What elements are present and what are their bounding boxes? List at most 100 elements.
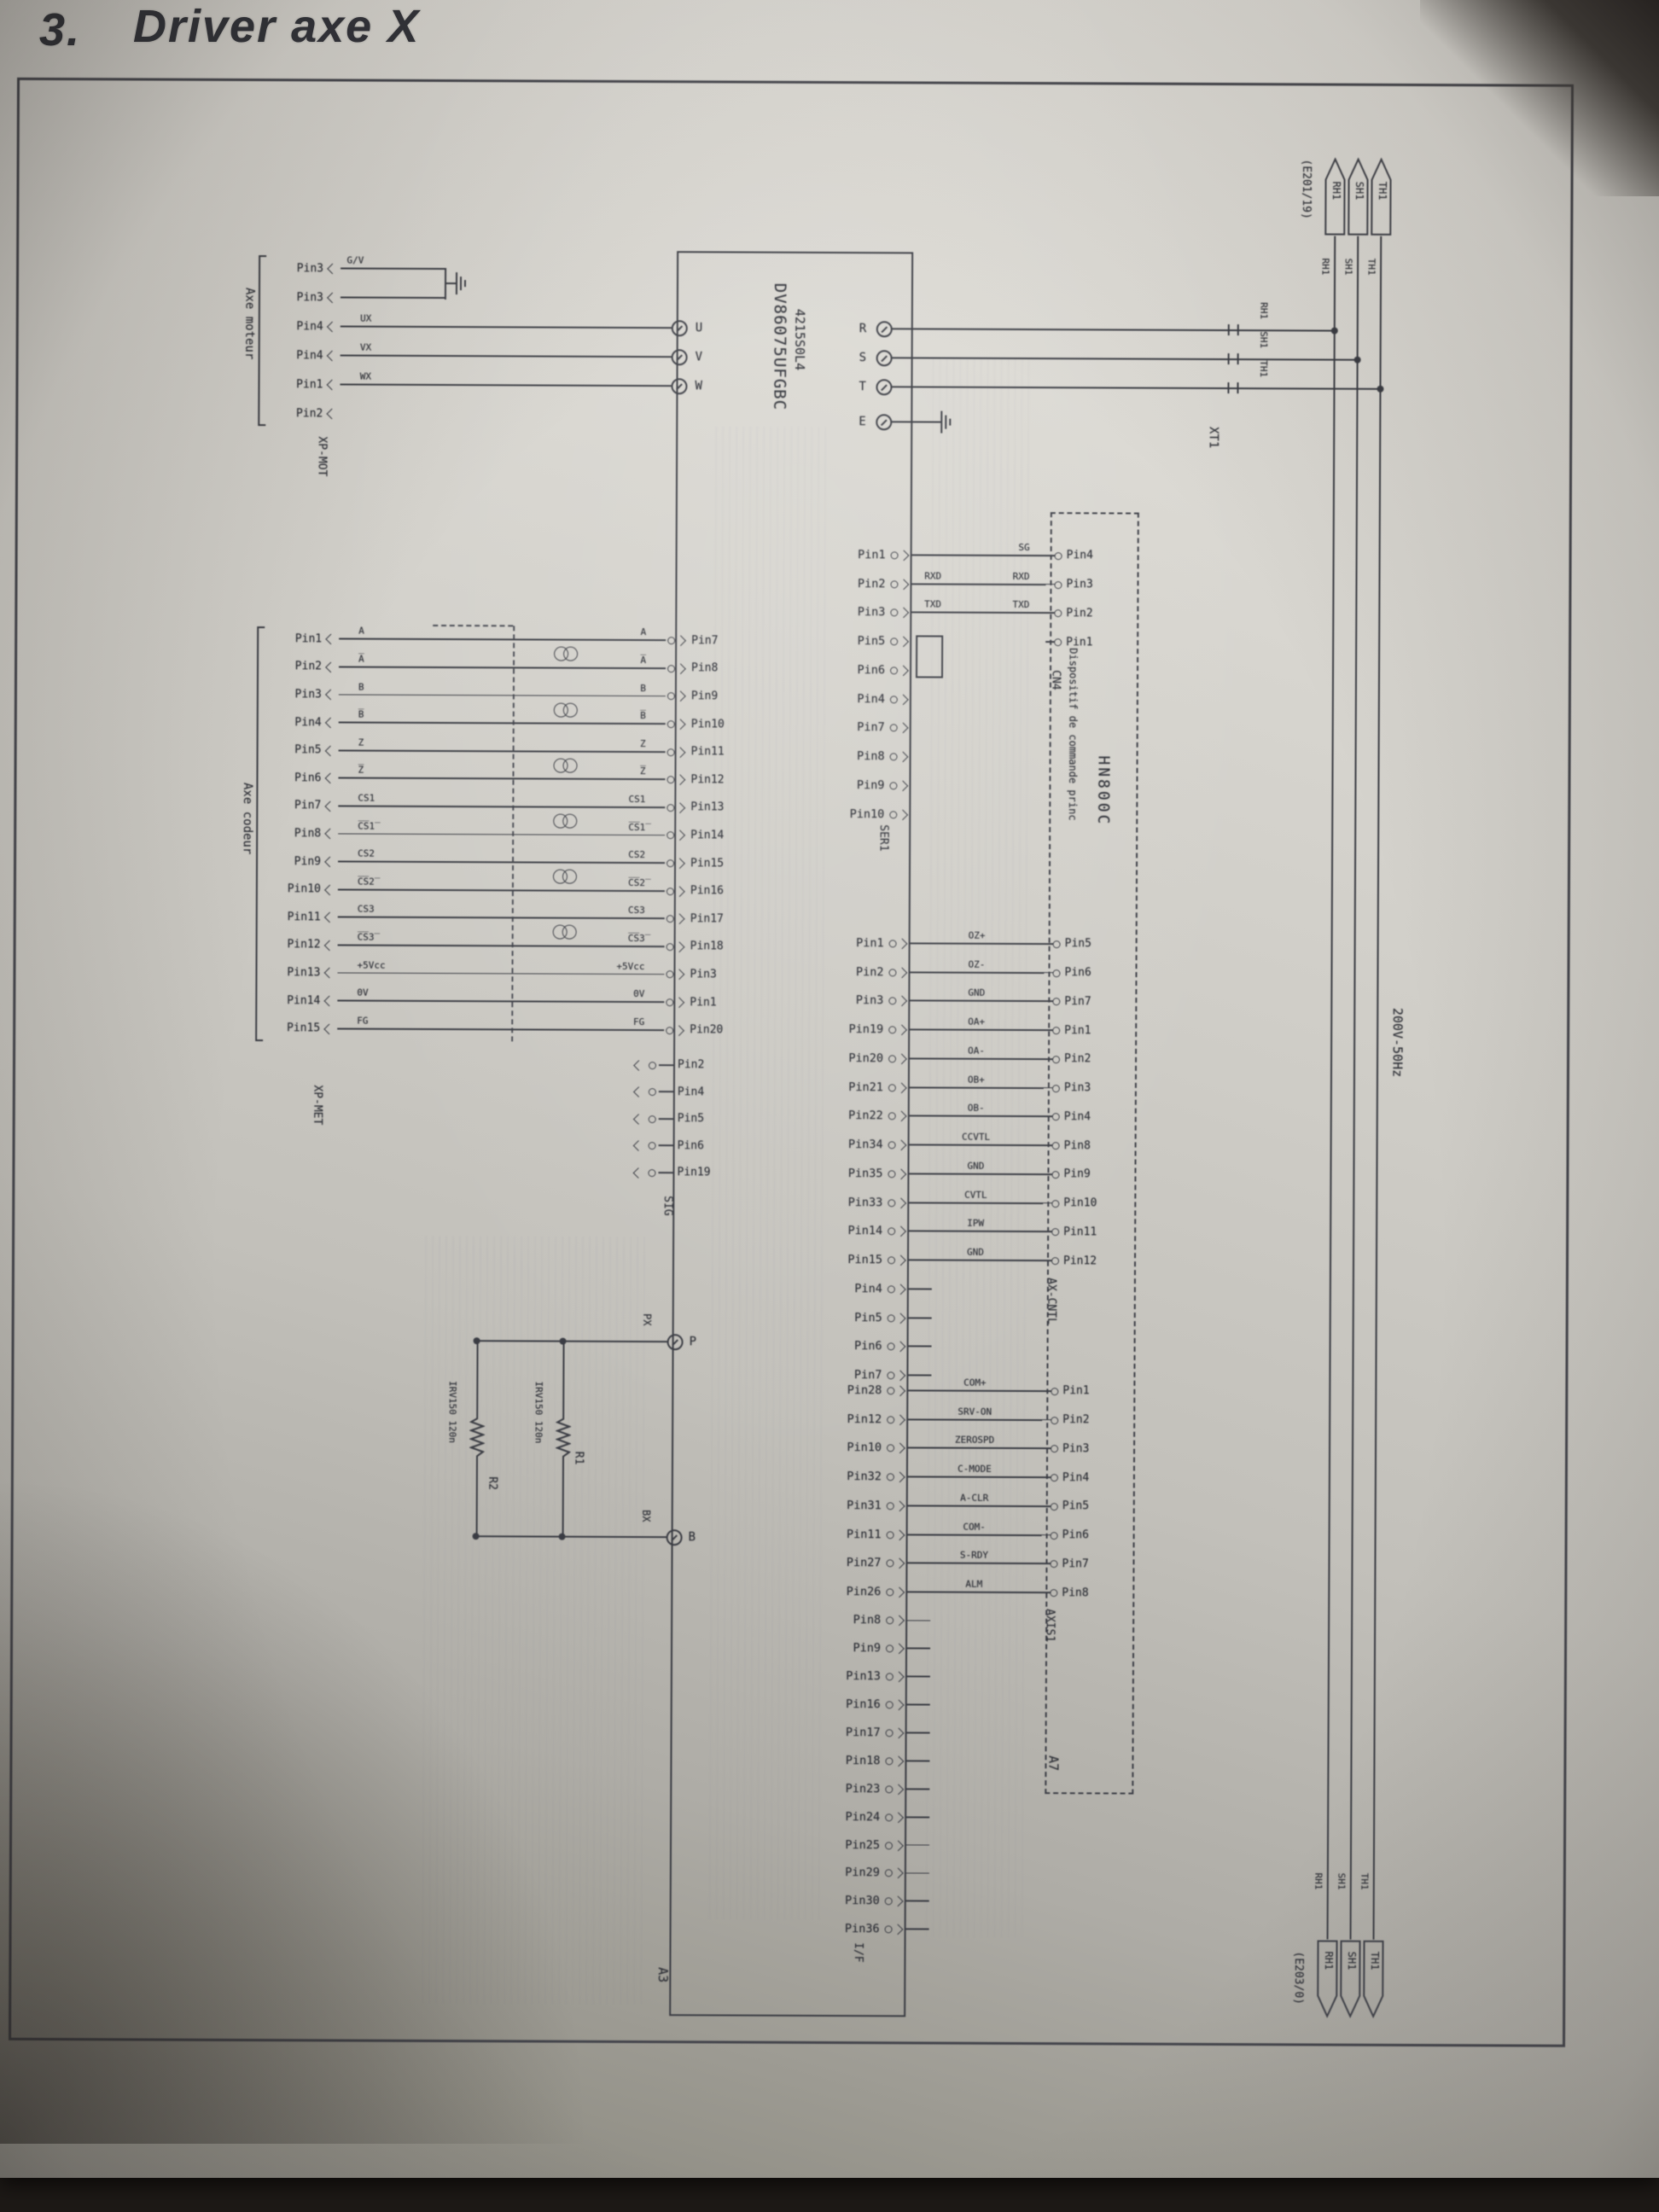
- driver-pin-icon: [888, 607, 911, 619]
- connection-row: Pin9: [809, 771, 1130, 800]
- terminal-W-label: W: [695, 379, 702, 393]
- input-arrow-icon: [322, 994, 337, 1006]
- encoder-row: Pin2 A̅ A̅ Pin8: [282, 653, 737, 683]
- junction-dot: [1330, 327, 1338, 335]
- flag-label: TH1: [1368, 1951, 1382, 1970]
- if-connector-label: I/F: [852, 1942, 865, 1963]
- driver-pin-label: Pin8: [691, 661, 719, 675]
- signal-label: B: [358, 681, 364, 693]
- driver-pin-icon: [883, 1839, 905, 1851]
- wire: C̅S̅1̅ C̅S̅1̅: [338, 820, 666, 836]
- driver-pin-label: Pin18: [845, 1753, 881, 1768]
- driver-pin-label: Pin17: [845, 1726, 881, 1740]
- phase-T-wire-label: TH1: [1258, 360, 1270, 378]
- encoder-row: Pin3 B B Pin9: [282, 680, 737, 710]
- driver-pin-label: Pin28: [847, 1382, 882, 1398]
- input-arrow-icon: [323, 939, 338, 951]
- signal-label: +5Vcc: [616, 960, 645, 972]
- controller-pin-label: Pin2: [1064, 1052, 1091, 1066]
- driver-pin-label: Pin3: [690, 968, 717, 981]
- input-arrow-icon: [325, 320, 341, 332]
- wire: COM-: [906, 1521, 1042, 1536]
- driver-pin-icon: [888, 808, 910, 820]
- wire-label: WX: [359, 370, 372, 382]
- connector-pin-icon: [1042, 1414, 1059, 1426]
- encoder-connector-label: XP-MET: [311, 1085, 324, 1126]
- encoder-stub-rows: Pin2 Pin4 Pin5 Pin6: [631, 1051, 742, 1186]
- motor-phase-rows: Pin4 UX Pin4 VX Pin1: [283, 311, 672, 429]
- stub-row: Pin13: [806, 1662, 976, 1691]
- encoder-row: Pin5 Z Z Pin11: [282, 736, 737, 766]
- external-pin-label: Pin4: [296, 319, 323, 333]
- stub-row: Pin5: [632, 1105, 742, 1132]
- mid-stub-rows: Pin4 Pin5 Pin6 Pin7: [806, 1274, 978, 1390]
- signal-label: Z: [640, 737, 646, 749]
- stub-line: [905, 1675, 930, 1678]
- signal-label: SRV-ON: [958, 1406, 992, 1417]
- motor-group-label: Axe moteur: [242, 287, 257, 360]
- input-arrow-icon: [323, 744, 339, 756]
- driver-pin-icon: [887, 1138, 909, 1150]
- driver-pin-label: Pin10: [849, 806, 885, 821]
- terminal-R-icon: [876, 321, 893, 338]
- flag-label: TH1: [1377, 181, 1389, 201]
- controller-pin-label: Pin5: [1064, 937, 1091, 951]
- signal-label: OB-: [967, 1103, 985, 1115]
- stub-line: [905, 1871, 929, 1874]
- driver-pin-label: Pin32: [847, 1470, 882, 1484]
- terminal-B-icon: [666, 1529, 683, 1546]
- driver-pin-label: Pin11: [846, 1527, 882, 1541]
- stub-row: Pin24: [805, 1802, 975, 1831]
- stub-pin-icon: [632, 1059, 675, 1071]
- external-pin-label: Pin3: [296, 290, 323, 304]
- driver-pin-label: Pin6: [677, 1138, 704, 1153]
- external-pin-label: Pin13: [287, 966, 321, 980]
- controller-pin-label: Pin5: [1062, 1499, 1090, 1513]
- driver-pin-label: Pin2: [857, 576, 886, 591]
- controller-pin-label: Pin2: [1062, 1413, 1090, 1427]
- wire: GND: [909, 987, 1045, 1003]
- driver-model: DV86075UFGBC: [770, 282, 789, 411]
- terminal-R-label: R: [859, 322, 867, 336]
- wire-label: VX: [359, 341, 372, 353]
- driver-pin-icon: [666, 662, 688, 674]
- signal-label: Z̅: [639, 765, 646, 777]
- encoder-row: Pin10 C̅S̅2̅ C̅S̅2̅ Pin16: [282, 876, 736, 905]
- driver-pin-label: Pin8: [857, 749, 885, 764]
- driver-pin-icon: [887, 1023, 909, 1035]
- junction-dot: [558, 1533, 566, 1540]
- driver-pin-label: Pin25: [845, 1837, 881, 1852]
- wire: CS1 CS1: [338, 793, 666, 808]
- stub-row: Pin6: [632, 1132, 742, 1159]
- controller-pin-label: Pin4: [1066, 549, 1093, 562]
- connection-row: Pin20 OA- Pin2: [808, 1044, 1129, 1074]
- bus-label: TH1: [1359, 1872, 1371, 1890]
- junction-dot: [1353, 356, 1361, 364]
- signal-label: CS1: [628, 793, 646, 806]
- driver-pin-label: Pin14: [690, 829, 725, 842]
- signal-label: CS3: [627, 905, 645, 917]
- controller-pin-label: Pin9: [1063, 1167, 1091, 1181]
- xt1-tick: [1237, 324, 1240, 336]
- wire: OA+: [909, 1016, 1045, 1032]
- signal-label: TXD: [1012, 599, 1030, 611]
- connection-row: Pin33 CVTL Pin10: [807, 1188, 1128, 1218]
- signal-label: CCVTL: [962, 1131, 991, 1144]
- input-arrow-icon: [324, 407, 340, 419]
- encoder-row: Pin9 CS2 CS2 Pin15: [282, 847, 736, 877]
- signal-label: SG: [1018, 541, 1030, 553]
- resistor-R1-label: R1: [572, 1451, 585, 1465]
- external-pin-label: Pin2: [294, 660, 323, 673]
- external-pin-label: Pin11: [287, 910, 321, 924]
- wire: A A: [339, 626, 667, 642]
- driver-pin-icon: [665, 912, 687, 924]
- signal-label: ZEROSPD: [954, 1435, 995, 1447]
- bus-label: SH1: [1342, 258, 1354, 276]
- driver-pin-label: Pin24: [845, 1809, 881, 1824]
- connector-pin-icon: [1042, 1385, 1059, 1397]
- connection-row: Pin7: [810, 713, 1131, 742]
- stub-row: Pin9: [806, 1634, 976, 1663]
- stub-line: [905, 1928, 929, 1930]
- phase-R-wire-label: RH1: [1258, 302, 1270, 320]
